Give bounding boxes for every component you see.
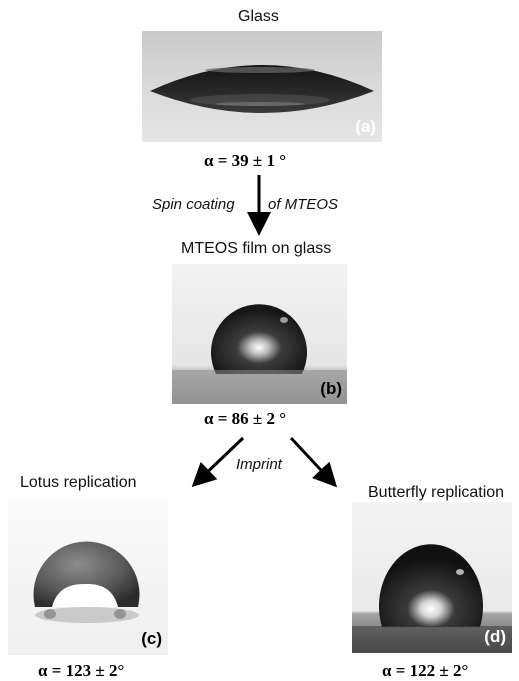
panel-a-photo: (a) <box>142 31 382 142</box>
panel-b-tag: (b) <box>320 379 342 398</box>
panel-c-angle: α = 123 ± 2° <box>38 661 125 680</box>
panel-a-angle: α = 39 ± 1 ° <box>204 151 287 170</box>
imprint-left-arrow <box>191 436 245 488</box>
panel-d-droplet-image <box>352 502 512 653</box>
panel-d-angle: α = 122 ± 2° <box>382 661 469 680</box>
panel-a-droplet-image <box>142 31 382 142</box>
panel-d-tag: (d) <box>484 627 506 646</box>
panel-c-title: Lotus replication <box>20 474 137 491</box>
imprint-label: Imprint <box>236 456 282 473</box>
panel-c-photo: (c) <box>8 497 168 655</box>
panel-b-angle: α = 86 ± 2 ° <box>204 409 287 428</box>
panel-c-droplet-image <box>8 497 168 655</box>
panel-b-photo: (b) <box>172 264 347 404</box>
panel-b-droplet-image <box>172 264 347 404</box>
spin-coating-label: Spin coating <box>152 196 235 213</box>
panel-d-title: Butterfly replication <box>368 484 505 501</box>
panel-a-tag: (a) <box>355 117 376 136</box>
panel-b-title: MTEOS film on glass <box>181 240 332 257</box>
panel-a-title: Glass <box>238 8 279 25</box>
panel-d-photo: (d) <box>352 502 512 653</box>
panel-c-tag: (c) <box>141 629 162 648</box>
of-mteos-label: of MTEOS <box>268 196 339 213</box>
imprint-right-arrow <box>289 436 338 488</box>
